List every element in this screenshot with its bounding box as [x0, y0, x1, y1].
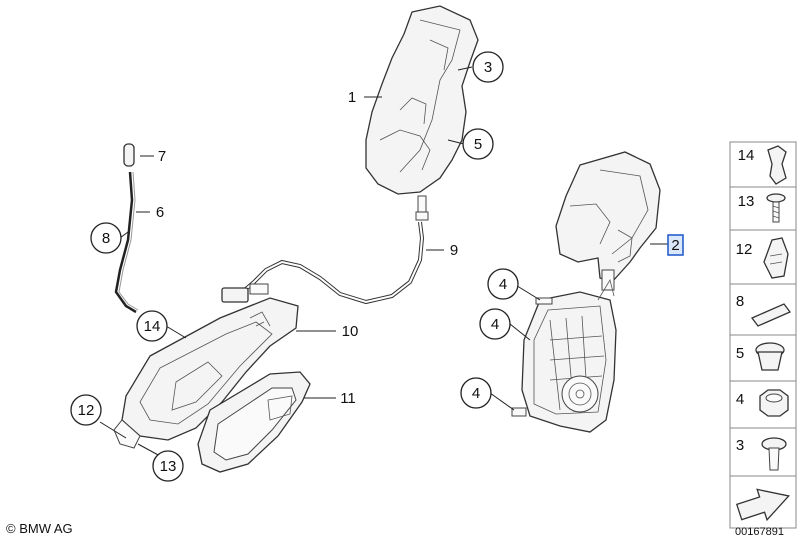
- svg-text:8: 8: [102, 230, 110, 247]
- part-10-handle-carrier[interactable]: [113, 297, 299, 449]
- svg-text:8: 8: [736, 293, 744, 310]
- svg-text:4: 4: [499, 276, 507, 293]
- label-7[interactable]: 7: [158, 148, 166, 165]
- brand-label: © BMW AG: [6, 521, 73, 536]
- label-10[interactable]: 10: [342, 323, 359, 340]
- svg-text:3: 3: [736, 437, 744, 454]
- label-9[interactable]: 9: [450, 242, 458, 259]
- svg-text:13: 13: [160, 458, 177, 475]
- small-parts-panel: [729, 141, 797, 529]
- label-6[interactable]: 6: [156, 204, 164, 221]
- panel-item-3[interactable]: 3: [736, 437, 787, 471]
- panel-item-4[interactable]: 4: [736, 389, 789, 417]
- svg-text:12: 12: [78, 402, 95, 419]
- callout-8[interactable]: 8: [90, 222, 122, 254]
- panel-item-8[interactable]: 8: [736, 293, 792, 327]
- svg-text:4: 4: [472, 385, 480, 402]
- svg-text:13: 13: [738, 193, 755, 210]
- label-2-selected[interactable]: 2: [667, 234, 684, 256]
- callout-3[interactable]: 3: [472, 51, 504, 83]
- callout-12[interactable]: 12: [70, 394, 102, 426]
- panel-item-13[interactable]: 13: [738, 193, 786, 223]
- svg-text:14: 14: [738, 147, 755, 164]
- panel-item-5[interactable]: 5: [736, 342, 785, 371]
- part-2-lock-actuator[interactable]: [555, 151, 661, 291]
- svg-text:4: 4: [491, 316, 499, 333]
- svg-text:3: 3: [484, 59, 492, 76]
- callout-4c[interactable]: 4: [460, 377, 492, 409]
- panel-item-14[interactable]: 14: [738, 145, 787, 185]
- part-1-lock-housing[interactable]: [365, 5, 479, 221]
- svg-text:5: 5: [736, 345, 744, 362]
- part-4-motor-housing[interactable]: [511, 278, 617, 433]
- label-1[interactable]: 1: [348, 89, 356, 106]
- svg-text:4: 4: [736, 391, 744, 408]
- document-id: 00167891: [735, 526, 784, 538]
- brand-name: BMW AG: [19, 521, 73, 536]
- part-9-cable[interactable]: [221, 221, 425, 305]
- part-11-handle-trim[interactable]: [197, 371, 311, 473]
- svg-text:5: 5: [474, 136, 482, 153]
- callout-14[interactable]: 14: [136, 310, 168, 342]
- panel-item-12[interactable]: 12: [736, 237, 789, 279]
- callout-4a[interactable]: 4: [487, 268, 519, 300]
- part-7-pin[interactable]: [123, 143, 135, 167]
- part-6-rod[interactable]: [114, 171, 139, 314]
- label-11[interactable]: 11: [340, 390, 356, 407]
- callout-5[interactable]: 5: [462, 128, 494, 160]
- callout-4b[interactable]: 4: [479, 308, 511, 340]
- callout-13[interactable]: 13: [152, 450, 184, 482]
- panel-arrow-icon: [735, 488, 790, 522]
- svg-text:12: 12: [736, 241, 753, 258]
- svg-text:14: 14: [144, 318, 161, 335]
- svg-text:2: 2: [671, 237, 679, 254]
